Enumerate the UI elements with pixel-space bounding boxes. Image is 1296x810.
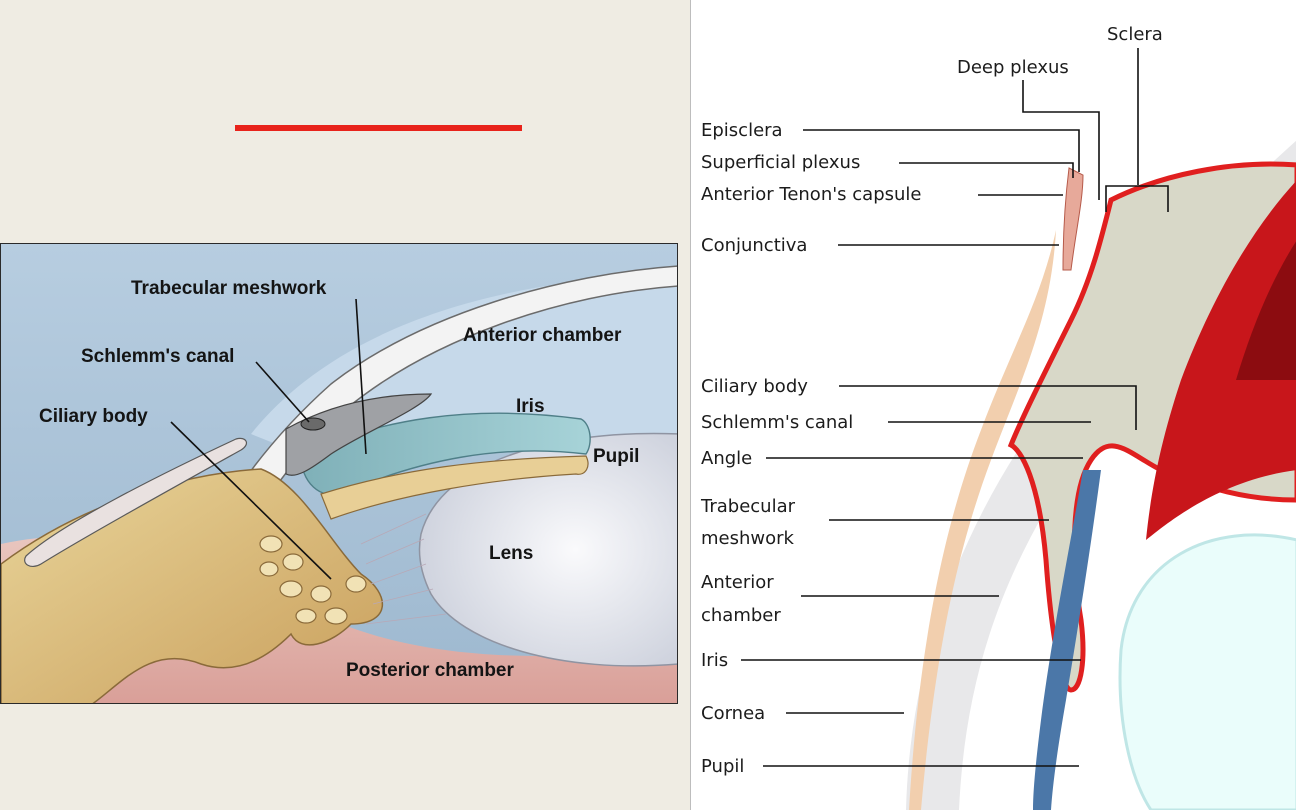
label-trabecular-line2: meshwork (701, 528, 795, 549)
leader-superficial-plexus (899, 162, 1074, 178)
label-trabecular-line1: Trabecular (700, 496, 796, 517)
label-ciliary-body: Ciliary body (39, 406, 148, 427)
label-posterior-chamber: Posterior chamber (346, 660, 514, 681)
conjunctiva-fold (24, 437, 248, 568)
label-anterior-line1: Anterior (701, 572, 774, 593)
ciliary-processes (259, 535, 367, 625)
label-pupil: Pupil (593, 446, 639, 467)
leader-sclera-bracket (1105, 185, 1169, 212)
label-ciliary-body: Ciliary body (701, 376, 808, 397)
label-schlemms-canal: Schlemm's canal (701, 412, 853, 433)
left-panel: Trabecular meshwork Anterior chamber Sch… (0, 125, 678, 704)
right-panel: Sclera Deep plexus Episclera Superficial… (690, 0, 1296, 810)
label-iris: Iris (701, 650, 728, 671)
leader-trabecular-meshwork (355, 298, 367, 455)
iris-blue-strip (1033, 470, 1101, 810)
label-sclera: Sclera (1107, 24, 1163, 45)
label-pupil: Pupil (701, 756, 744, 777)
label-iris: Iris (516, 396, 545, 417)
label-angle: Angle (701, 448, 752, 469)
choroid-dark-red (1146, 181, 1296, 540)
label-cornea: Cornea (701, 703, 765, 724)
choroid-deep (1236, 241, 1296, 380)
label-episclera: Episclera (701, 120, 783, 141)
label-trabecular-meshwork: Trabecular meshwork (131, 278, 327, 299)
episcleral-layers (1062, 167, 1084, 271)
label-deep-plexus: Deep plexus (957, 57, 1069, 78)
label-conjunctiva: Conjunctiva (701, 235, 807, 256)
leader-schlemms-canal (255, 361, 310, 423)
title-accent-rule (235, 125, 522, 131)
zonule-fibers (360, 513, 447, 625)
label-anterior-line2: chamber (701, 605, 781, 626)
iris-posterior-layer (320, 455, 589, 520)
leader-episclera (803, 129, 1080, 172)
label-superficial-plexus: Superficial plexus (701, 152, 860, 173)
label-anterior-tenons-capsule: Anterior Tenon's capsule (701, 184, 922, 205)
label-schlemms-canal: Schlemm's canal (81, 346, 234, 367)
leader-deep-plexus (1022, 80, 1100, 200)
leader-ciliary-body (170, 421, 332, 580)
label-anterior-chamber: Anterior chamber (463, 325, 622, 346)
schlemms-canal-shape (300, 417, 326, 431)
leader-ciliary-body (839, 385, 1137, 430)
lens-cyan (1118, 533, 1296, 810)
trabecular-meshwork-tissue (285, 393, 433, 476)
label-lens: Lens (489, 543, 533, 564)
conjunctiva-strip (909, 230, 1056, 810)
eye-angle-illustration: Trabecular meshwork Anterior chamber Sch… (0, 243, 678, 704)
